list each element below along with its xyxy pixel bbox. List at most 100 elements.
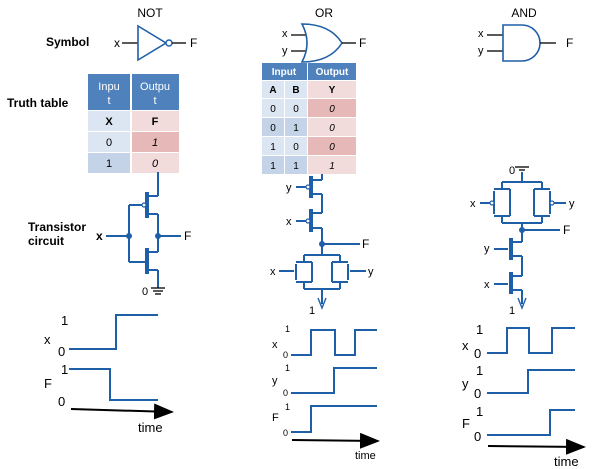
or-input-y-label: y (282, 45, 288, 57)
or-transistor-circuit: y x x y F 1 (270, 174, 374, 317)
not-tr-output-label: F (184, 229, 191, 243)
or-table-subheader-a: A (269, 85, 276, 96)
or-tr-supply-label: 1 (309, 305, 315, 317)
or-f-waveform (291, 405, 377, 433)
not-input-label: x (114, 36, 120, 50)
or-x-waveform (291, 329, 377, 356)
and-tr-ground-label: 0 (509, 165, 515, 177)
not-gate-symbol: x F (114, 24, 197, 62)
and-timing-y-low: 0 (474, 386, 481, 401)
and-tr-input-label: y (484, 243, 490, 255)
not-table-cell: 1 (106, 158, 112, 170)
not-truth-table: Inpu t Outpu t X F 0 1 1 0 (88, 74, 179, 173)
or-timing-y-low: 0 (283, 388, 288, 398)
and-transistor-circuit: 0 x y y x (470, 165, 575, 317)
not-output-label: F (190, 36, 197, 50)
row-label-transistor: Transistor (28, 220, 86, 234)
or-timing-f-low: 0 (283, 428, 288, 438)
or-table-subheader-y: Y (329, 85, 336, 96)
or-time-axis (291, 432, 380, 449)
not-table-cell: 1 (152, 137, 158, 149)
not-table-header-input-2: t (107, 95, 110, 107)
or-title: OR (315, 6, 333, 20)
or-table-cell: 0 (329, 104, 335, 115)
not-timing-f-high: 1 (61, 362, 68, 377)
and-timing-f-high: 1 (476, 404, 483, 419)
or-table-cell: 0 (293, 142, 299, 153)
and-timing-y-label: y (462, 376, 469, 391)
or-table-cell: 0 (329, 142, 335, 153)
or-timing-f-label: F (272, 412, 279, 424)
and-timing-y-high: 1 (476, 363, 483, 378)
or-table-cell: 1 (329, 161, 335, 172)
and-y-waveform (487, 369, 575, 394)
and-title: AND (511, 6, 537, 20)
and-gate-symbol: x y F (478, 24, 573, 62)
and-timing-x-high: 1 (476, 322, 483, 337)
not-table-header-output-1: Outpu (140, 81, 170, 93)
not-timing-f-label: F (44, 376, 52, 391)
or-input-x-label: x (282, 28, 288, 40)
or-table-cell: 1 (270, 142, 276, 153)
not-timing-x-label: x (44, 332, 51, 347)
row-label-symbol: Symbol (46, 35, 89, 49)
or-table-cell: 1 (270, 161, 276, 172)
or-truth-table: Input Output A B Y 0 0 0 0 1 0 1 0 0 1 1… (262, 63, 356, 174)
not-table-header-input-1: Inpu (98, 81, 119, 93)
not-time-axis (70, 403, 174, 420)
and-input-y-label: y (478, 45, 484, 57)
not-f-waveform (69, 368, 158, 401)
not-timing-f-low: 0 (58, 394, 65, 409)
or-table-header-input: Input (272, 67, 297, 78)
or-table-cell: 1 (293, 161, 299, 172)
and-tr-input-label: y (569, 198, 575, 210)
and-f-waveform (487, 409, 575, 436)
or-timing-f-high: 1 (285, 402, 290, 412)
or-output-label: F (359, 36, 366, 50)
or-table-cell: 0 (270, 123, 276, 134)
and-output-label: F (566, 36, 573, 50)
or-tr-input-label: x (286, 216, 292, 228)
not-timing-diagram: x 1 0 F 1 0 time (44, 313, 174, 435)
and-tr-input-label: x (470, 198, 476, 210)
or-table-cell: 0 (293, 104, 299, 115)
or-tr-input-label: x (270, 266, 276, 278)
or-table-cell: 0 (329, 123, 335, 134)
or-timing-x-label: x (272, 339, 278, 351)
or-y-waveform (291, 367, 377, 394)
not-table-subheader-f: F (152, 116, 159, 128)
or-table-subheader-b: B (292, 85, 299, 96)
not-tr-input-label: x (96, 229, 103, 243)
and-input-x-label: x (478, 28, 484, 40)
and-time-label: time (554, 454, 579, 469)
or-timing-y-high: 1 (285, 363, 290, 373)
and-tr-output-label: F (563, 223, 570, 237)
not-table-cell: 0 (152, 158, 159, 170)
or-gate-symbol: x y F (282, 23, 366, 63)
not-table-subheader-x: X (105, 116, 113, 128)
or-tr-input-label: y (368, 266, 374, 278)
and-timing-x-label: x (462, 338, 469, 353)
or-table-cell: 0 (270, 104, 276, 115)
or-table-header-output: Output (316, 67, 349, 78)
not-x-waveform (69, 314, 158, 350)
not-tr-ground-label: 0 (142, 286, 148, 298)
or-time-label: time (355, 450, 376, 462)
not-timing-x-low: 0 (58, 344, 65, 359)
and-tr-input-label: x (484, 279, 490, 291)
not-table-cell: 0 (106, 137, 112, 149)
row-label-truth-table: Truth table (7, 96, 69, 110)
and-tr-supply-label: 1 (509, 305, 515, 317)
not-transistor-circuit: x F 0 (96, 172, 191, 298)
or-table-cell: 1 (293, 123, 299, 134)
and-timing-f-low: 0 (474, 429, 481, 444)
not-table-header-output-2: t (153, 95, 156, 107)
row-label-circuit: circuit (28, 234, 64, 248)
or-timing-x-low: 0 (283, 350, 288, 360)
not-timing-x-high: 1 (61, 313, 68, 328)
and-timing-diagram: x 1 0 y 1 0 F 1 0 time (462, 322, 586, 469)
and-x-waveform (487, 327, 575, 354)
or-timing-diagram: x 1 0 y 1 0 F 1 0 time (272, 324, 380, 462)
or-tr-output-label: F (362, 237, 369, 251)
